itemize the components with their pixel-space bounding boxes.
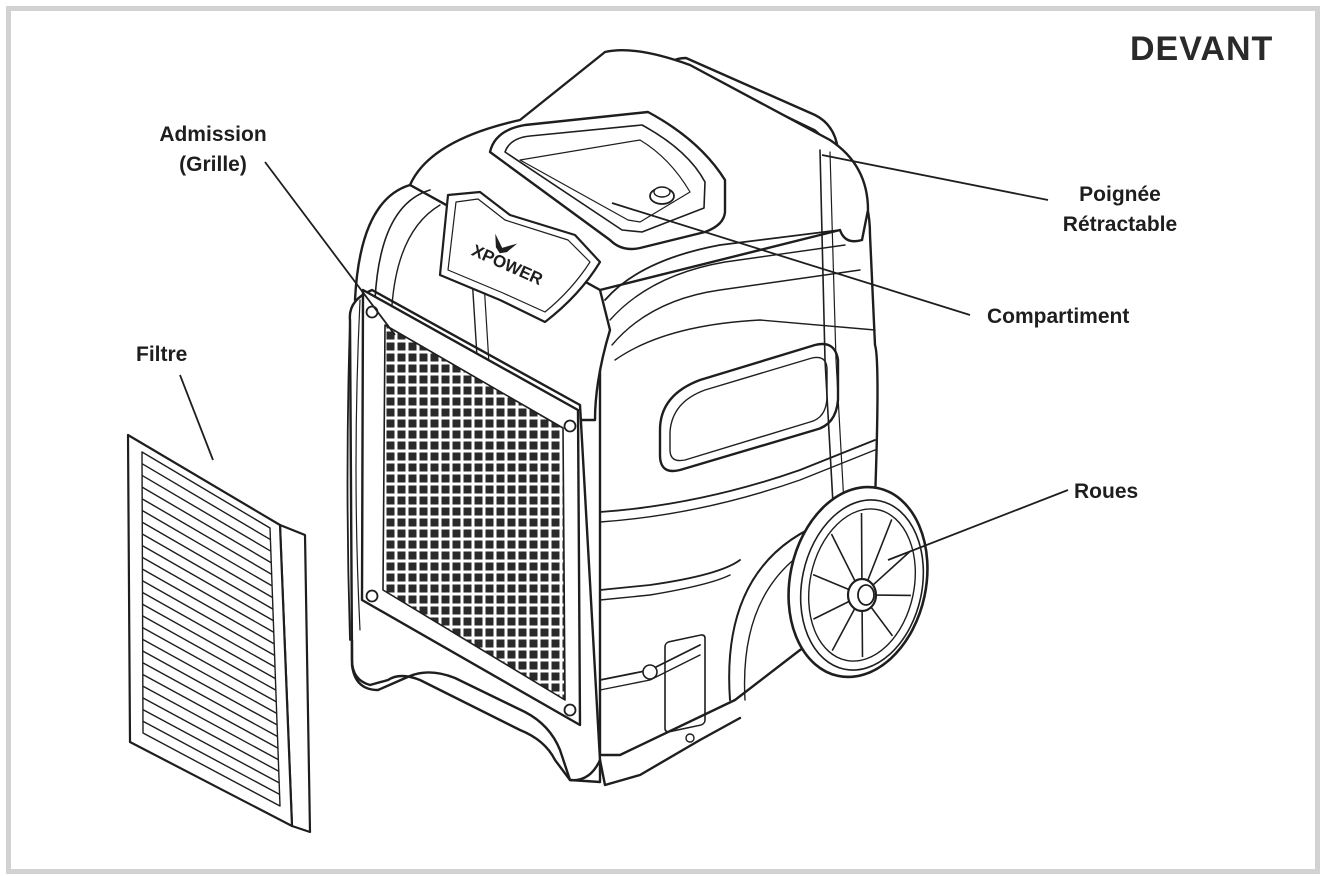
filter-slat bbox=[142, 708, 280, 784]
filter-slat bbox=[142, 697, 280, 772]
filter-slat bbox=[141, 474, 272, 552]
label-intake-line1: Admission bbox=[159, 123, 267, 146]
filter-slat bbox=[141, 521, 273, 599]
filter-slat bbox=[142, 580, 275, 657]
leader-intake bbox=[264, 161, 396, 336]
filter-slat bbox=[142, 615, 277, 691]
filter-slat bbox=[141, 486, 272, 564]
wheel bbox=[787, 485, 929, 679]
filter-slat bbox=[141, 463, 271, 541]
label-intake: Admission (Grille) bbox=[138, 120, 288, 180]
filter-slat bbox=[141, 498, 273, 575]
intake-grille bbox=[360, 288, 582, 727]
leader-lines bbox=[179, 154, 1069, 561]
filter-slat bbox=[142, 662, 278, 738]
leader-handle bbox=[821, 154, 1049, 201]
filter-slat bbox=[142, 627, 277, 703]
leader-wheels bbox=[887, 489, 1069, 561]
filter-slat bbox=[142, 720, 280, 796]
page-title: DEVANT bbox=[1130, 30, 1274, 68]
filter-slat bbox=[142, 568, 275, 645]
label-wheels: Roues bbox=[1074, 480, 1139, 503]
leader-compartment bbox=[611, 202, 971, 316]
filter-slat bbox=[142, 603, 276, 680]
label-handle-line2: Rétractable bbox=[1062, 213, 1178, 236]
label-intake-line2: (Grille) bbox=[179, 153, 247, 176]
filter-slat bbox=[142, 650, 278, 726]
filter-slat bbox=[142, 673, 279, 749]
bee-icon bbox=[495, 233, 518, 254]
filter-panel bbox=[126, 433, 312, 834]
label-handle: Poignée Rétractable bbox=[1030, 180, 1210, 240]
filter-slat bbox=[141, 533, 274, 610]
filter-slat bbox=[142, 638, 278, 714]
label-filter: Filtre bbox=[136, 343, 188, 366]
filter-slat bbox=[141, 509, 273, 587]
label-handle-line1: Poignée bbox=[1079, 183, 1161, 206]
filter-slat bbox=[142, 591, 276, 668]
leader-filter bbox=[179, 374, 214, 461]
filter-slat bbox=[141, 545, 274, 622]
label-compartment: Compartiment bbox=[987, 305, 1130, 328]
filter-slat bbox=[142, 556, 275, 633]
filter-slat bbox=[142, 685, 279, 761]
